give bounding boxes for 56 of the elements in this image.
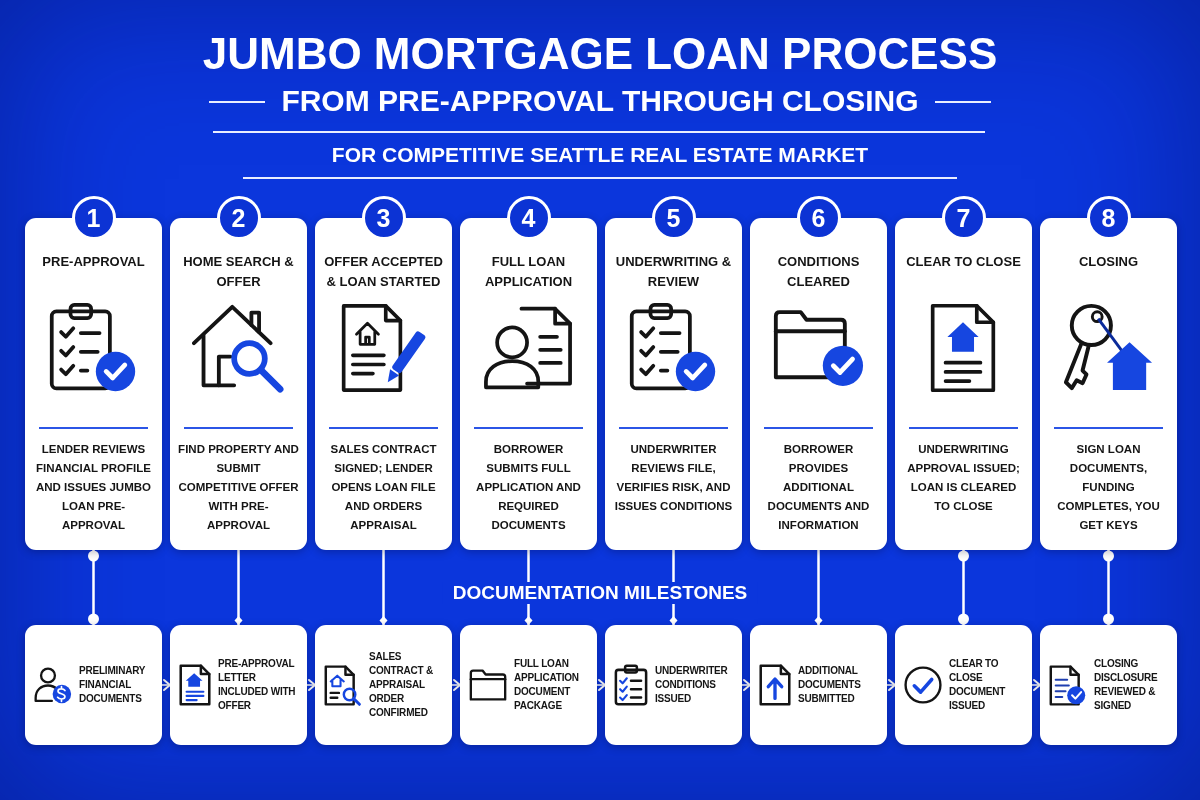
milestone-text: FULL LOAN APPLICATION DOCUMENT PACKAGE <box>514 657 580 713</box>
milestone-card <box>895 625 1032 745</box>
step-number: 1 <box>71 196 116 240</box>
connector-line <box>814 550 823 625</box>
connector-line <box>958 550 969 625</box>
step-number: 8 <box>1086 196 1131 240</box>
milestone-text: ADDITIONAL DOCUMENTS SUBMITTED <box>798 664 862 706</box>
step-title: PRE-APPROVAL <box>42 253 145 271</box>
chevron-arrow <box>741 679 751 691</box>
milestone-text: SALES CONTRACT & APPRAISAL ORDER CONFIRMED <box>369 650 435 720</box>
step-title: HOME SEARCH & OFFER <box>182 253 295 291</box>
step-description: UNDERWRITER REVIEWS FILE, VERIFIES RISK, AND ISSUES CONDITIONS <box>613 442 734 514</box>
chevron-arrow <box>596 679 606 691</box>
title: JUMBO MORTGAGE LOAN PROCESS <box>202 29 998 80</box>
step-description: LENDER REVIEWS FINANCIAL PROFILE AND ISSUES JUMBO LOAN PRE-APPROVAL <box>35 442 152 533</box>
milestone-text: PRE-APPROVAL LETTER INCLUDED WITH OFFER <box>218 657 297 713</box>
step-number: 4 <box>506 196 551 240</box>
milestone-card <box>750 625 887 745</box>
milestone-text: CLEAR TO CLOSE DOCUMENT ISSUED <box>949 657 1007 713</box>
chevron-arrow <box>1031 679 1041 691</box>
step-description: BORROWER SUBMITS FULL APPLICATION AND REQUIRED DOCUMENTS <box>475 442 582 533</box>
chevron-arrow <box>886 679 896 691</box>
connector-line <box>379 550 388 625</box>
connector-line <box>234 550 243 625</box>
milestone-card <box>605 625 742 745</box>
step-title: CLOSING <box>1078 253 1139 271</box>
step-title: CLEAR TO CLOSE <box>906 253 1021 271</box>
milestone-card <box>25 625 162 745</box>
milestone-text: UNDERWRITER CONDITIONS ISSUED <box>655 664 729 706</box>
step-description: FIND PROPERTY AND SUBMIT COMPETITIVE OFFER WITH PRE-APPROVAL <box>177 442 300 533</box>
step-number: 2 <box>216 196 261 240</box>
step-description: BORROWER PROVIDES ADDITIONAL DOCUMENTS AND INFORMATION <box>766 442 871 533</box>
step-number: 3 <box>361 196 406 240</box>
step-description: SALES CONTRACT SIGNED; LENDER OPENS LOAN FILE AND ORDERS APPRAISAL <box>329 442 438 533</box>
milestone-card <box>315 625 452 745</box>
chevron-arrow <box>161 679 171 691</box>
step-description: SIGN LOAN DOCUMENTS, FUNDING COMPLETES, YOU GET KEYS <box>1056 442 1161 533</box>
step-description: UNDERWRITING APPROVAL ISSUED; LOAN IS CLEARED TO CLOSE <box>906 442 1021 514</box>
step-number: 5 <box>651 196 696 240</box>
step-number: 7 <box>941 196 986 240</box>
step-title: OFFER ACCEPTED & LOAN STARTED <box>323 253 444 291</box>
step-title: UNDERWRITING & REVIEW <box>614 253 733 291</box>
milestone-text: CLOSING DISCLOSURE REVIEWED & SIGNED <box>1094 657 1159 713</box>
milestone-card <box>460 625 597 745</box>
step-title: CONDITIONS CLEARED <box>776 253 861 291</box>
step-number: 6 <box>796 196 841 240</box>
tagline: FOR COMPETITIVE SEATTLE REAL ESTATE MARKET <box>331 143 869 168</box>
connector-line <box>88 550 99 625</box>
milestone-text: PRELIMINARY FINANCIAL DOCUMENTS <box>79 664 147 706</box>
milestone-card <box>1040 625 1177 745</box>
subtitle: FROM PRE-APPROVAL THROUGH CLOSING <box>281 84 919 119</box>
connector-line <box>1103 550 1114 625</box>
step-title: FULL LOAN APPLICATION <box>483 253 574 291</box>
milestone-card <box>170 625 307 745</box>
chevron-arrow <box>306 679 316 691</box>
chevron-arrow <box>451 679 461 691</box>
